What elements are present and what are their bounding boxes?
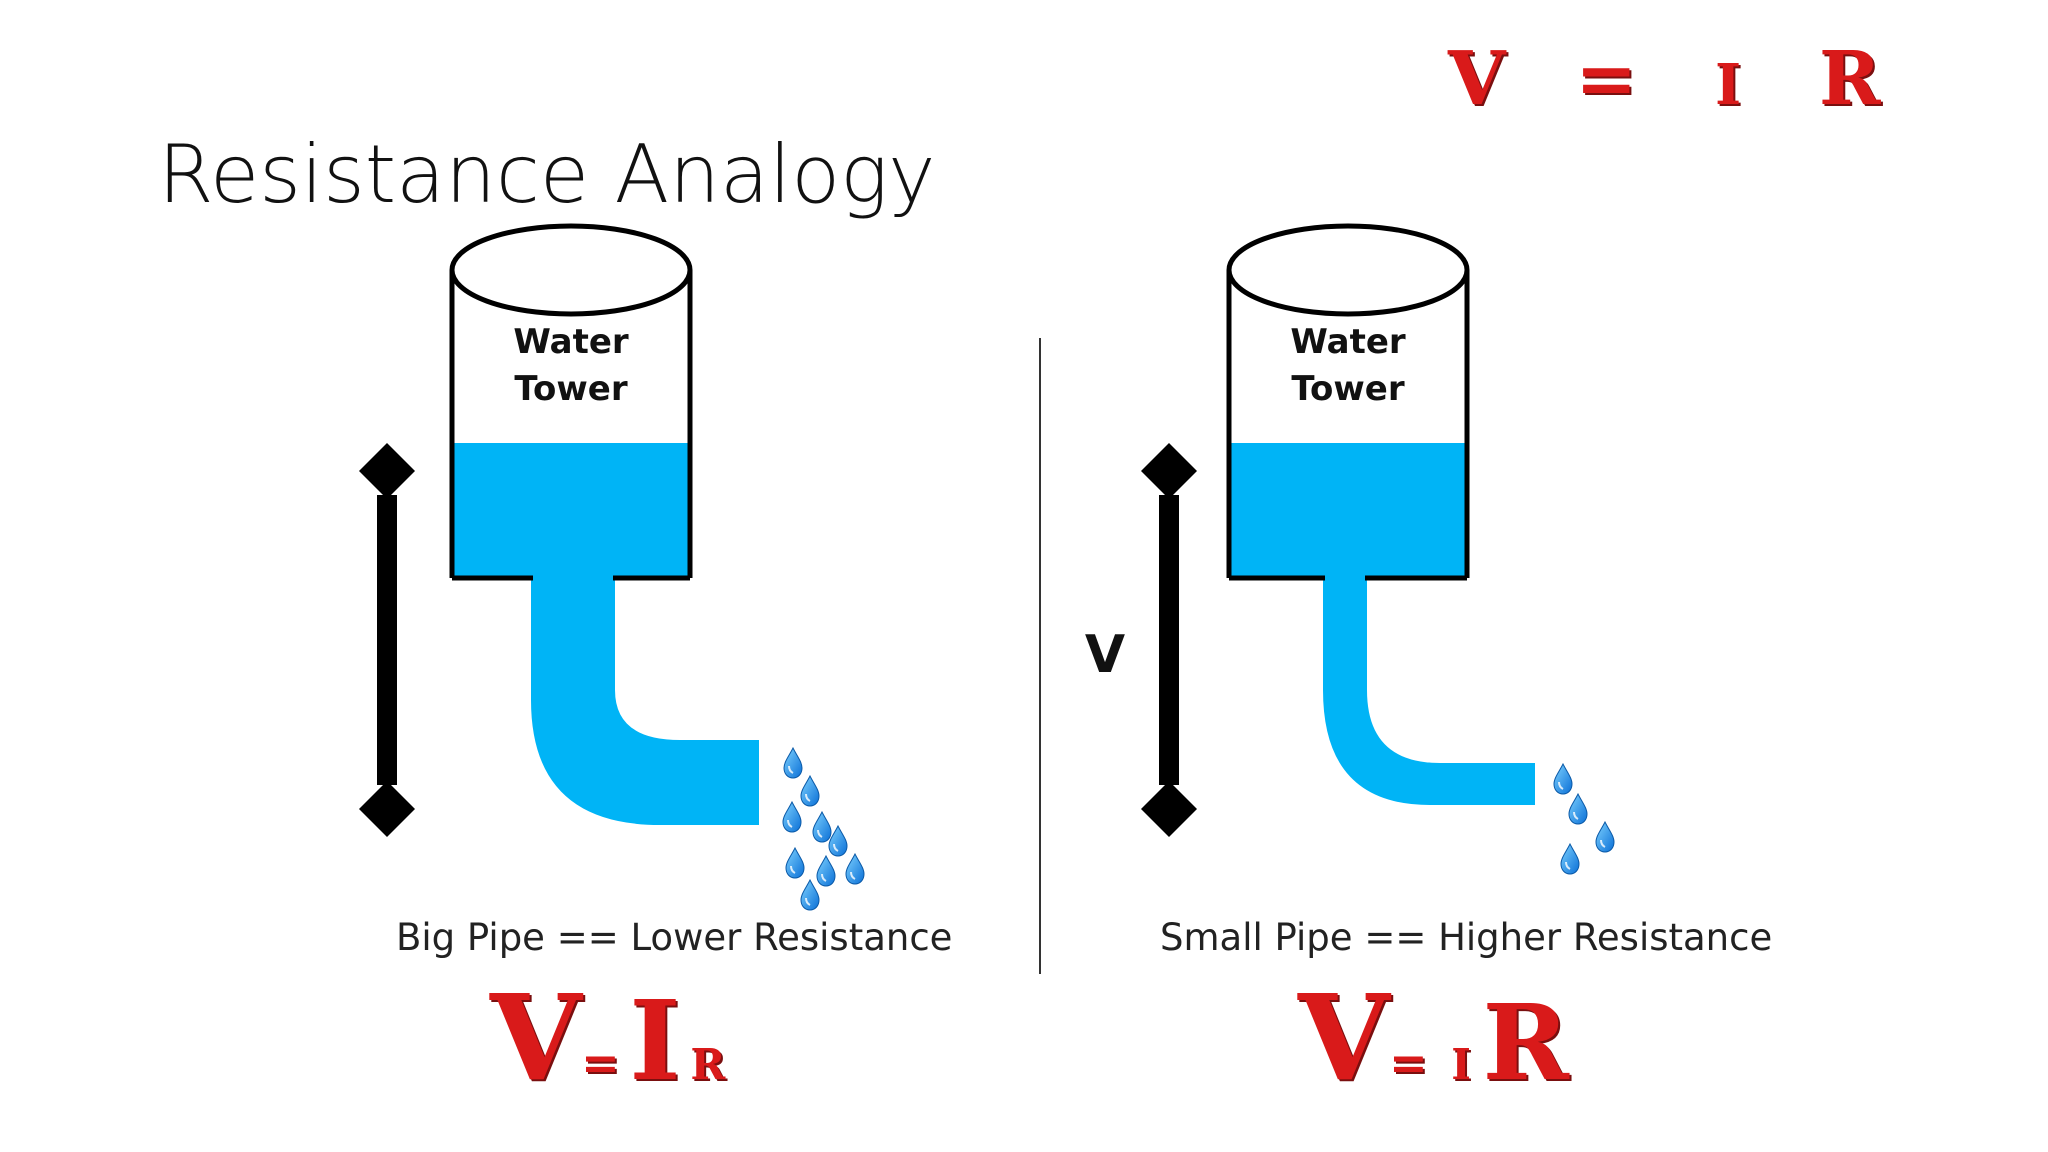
- voltage-label: V: [1085, 625, 1125, 685]
- left-water-tower: [449, 223, 693, 581]
- right-equation: V = I R: [1298, 968, 1569, 1107]
- left-eq-i: I: [629, 976, 681, 1105]
- top-equation: V = I R: [1448, 36, 1880, 122]
- water-drop-icon: [1553, 763, 1615, 875]
- left-caption: Big Pipe == Lower Resistance: [396, 916, 953, 959]
- top-eq-r: R: [1818, 36, 1881, 122]
- double-arrow-icon: [1141, 443, 1197, 837]
- top-eq-equals: =: [1575, 36, 1638, 122]
- left-eq-equals: =: [581, 1036, 620, 1090]
- slide-title: Resistance Analogy: [158, 128, 936, 221]
- right-caption: Small Pipe == Higher Resistance: [1160, 916, 1773, 959]
- right-eq-v: V: [1298, 968, 1390, 1107]
- right-eq-i: I: [1451, 1040, 1471, 1089]
- left-panel: Water Tower: [359, 223, 865, 911]
- top-eq-i: I: [1714, 52, 1742, 118]
- right-water-tower: [1226, 223, 1470, 581]
- left-eq-r: R: [690, 1040, 726, 1089]
- right-tower-label-1: Water: [1290, 322, 1406, 362]
- left-tower-label-1: Water: [513, 322, 629, 362]
- right-tower-label-2: Tower: [1291, 369, 1405, 409]
- double-arrow-icon: [359, 443, 415, 837]
- right-eq-r: R: [1482, 981, 1569, 1104]
- small-pipe: [1323, 576, 1535, 805]
- left-eq-v: V: [490, 968, 582, 1107]
- water-drop-icon: [782, 747, 865, 911]
- right-eq-equals: =: [1389, 1036, 1428, 1090]
- top-eq-v: V: [1448, 36, 1506, 122]
- left-equation: V = I R: [490, 968, 725, 1107]
- left-tower-label-2: Tower: [514, 369, 628, 409]
- left-tank-water: [454, 443, 688, 577]
- big-pipe: [531, 576, 759, 825]
- right-tank-water: [1231, 443, 1465, 577]
- right-panel: V Water Tower: [1085, 223, 1615, 875]
